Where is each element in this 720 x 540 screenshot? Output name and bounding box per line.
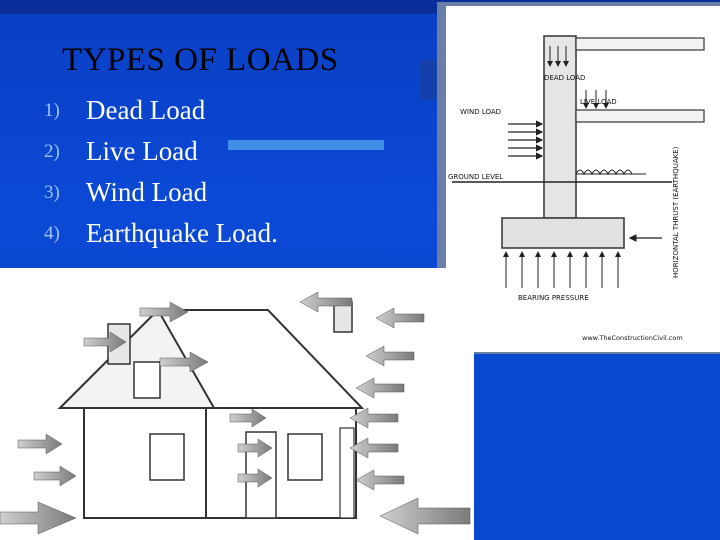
house-illustration bbox=[0, 268, 474, 540]
wind-arrows-left bbox=[0, 301, 209, 535]
attic-window bbox=[133, 361, 161, 399]
list-item: 4) Earthquake Load. bbox=[44, 213, 278, 254]
bearing-pressure-arrows bbox=[503, 251, 621, 288]
load-diagram: DEAD LOAD LIVE LOAD WIND LOAD GROUND LEV… bbox=[446, 6, 720, 352]
side-wall bbox=[205, 407, 357, 519]
upper-beam-shape bbox=[575, 37, 705, 51]
list-number: 4) bbox=[44, 222, 60, 244]
front-wall bbox=[83, 407, 207, 519]
list-label: Wind Load bbox=[86, 177, 208, 207]
dead-load-arrows bbox=[547, 46, 569, 67]
footing-shape bbox=[501, 217, 625, 249]
list-item: 2) Live Load bbox=[44, 131, 278, 172]
list-number: 3) bbox=[44, 181, 60, 203]
chimney-right bbox=[333, 301, 353, 333]
load-diagram-svg: DEAD LOAD LIVE LOAD WIND LOAD GROUND LEV… bbox=[448, 35, 705, 342]
list-label: Earthquake Load. bbox=[86, 218, 278, 248]
list-label: Dead Load bbox=[86, 95, 206, 125]
lower-right-panel bbox=[474, 354, 720, 540]
house-illustration-svg bbox=[0, 291, 471, 535]
list-item: 3) Wind Load bbox=[44, 172, 278, 213]
wind-load-label: WIND LOAD bbox=[460, 108, 501, 116]
list-label: Live Load bbox=[86, 136, 198, 166]
wind-load-arrows bbox=[508, 120, 544, 160]
accent-bar bbox=[228, 140, 384, 150]
wind-arrows-right bbox=[299, 291, 471, 535]
front-window bbox=[149, 433, 185, 481]
live-load-label: LIVE LOAD bbox=[580, 98, 617, 106]
lower-beam-shape bbox=[575, 109, 705, 123]
bearing-pressure-label: BEARING PRESSURE bbox=[518, 294, 589, 302]
column-shape bbox=[543, 35, 577, 219]
ground-level-label: GROUND LEVEL bbox=[448, 173, 503, 181]
live-load-arrows bbox=[583, 90, 609, 109]
list-number: 1) bbox=[44, 99, 60, 121]
load-types-list: 1) Dead Load 2) Live Load 3) Wind Load 4… bbox=[44, 90, 278, 254]
list-item: 1) Dead Load bbox=[44, 90, 278, 131]
porch-post bbox=[339, 427, 355, 519]
source-label: www.TheConstructionCivil.com bbox=[582, 334, 683, 342]
live-load-coils bbox=[575, 169, 633, 176]
wind-arrows-wall bbox=[229, 408, 273, 488]
slide-title: TYPES OF LOADS bbox=[62, 42, 339, 78]
side-window bbox=[287, 433, 323, 481]
horizontal-thrust-label: HORIZONTAL THRUST (EARTHQUAKE) bbox=[672, 146, 680, 278]
list-number: 2) bbox=[44, 140, 60, 162]
dead-load-label: DEAD LOAD bbox=[544, 74, 585, 82]
